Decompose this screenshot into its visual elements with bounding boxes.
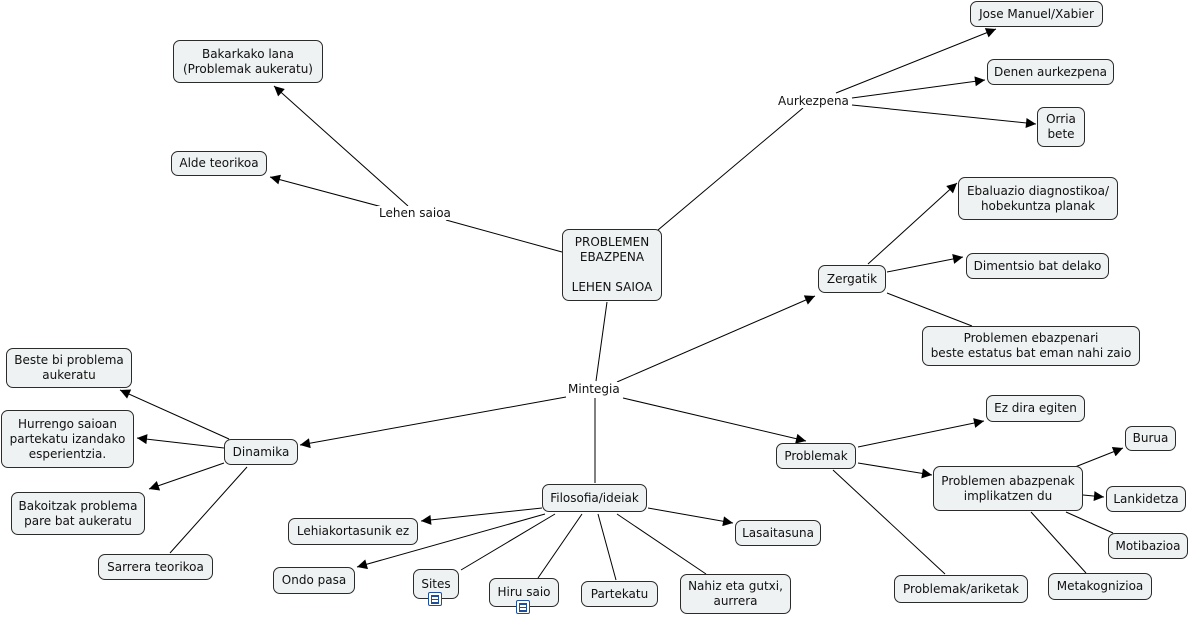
- concept-zergatik[interactable]: Zergatik: [818, 265, 886, 293]
- link-filosofia-lehiak: [420, 507, 543, 525]
- link-filosofia-lasait: [647, 507, 734, 527]
- link-problemak-abazpenak: [857, 462, 933, 479]
- phrase-mintegia[interactable]: Mintegia: [566, 382, 622, 396]
- link-aurkezpena-orria: [851, 104, 1037, 128]
- link-mintegia-problemak: [622, 397, 807, 444]
- concept-bakoitzak[interactable]: Bakoitzak problema pare bat aukeratu: [11, 492, 145, 535]
- link-abazpenak-lankidetza: [1082, 491, 1105, 502]
- link-zergatik-estatus: [886, 292, 973, 327]
- concept-dinamika[interactable]: Dinamika: [224, 439, 298, 465]
- concept-ondo-pasa[interactable]: Ondo pasa: [273, 567, 355, 594]
- link-mintegia-zergatik: [616, 295, 816, 383]
- link-zergatik-ebaluazio: [867, 182, 958, 265]
- document-icon[interactable]: [428, 592, 442, 606]
- link-filosofia-ondo: [356, 513, 546, 570]
- link-filosofia-hiru: [537, 513, 583, 579]
- phrase-aurkezpena[interactable]: Aurkezpena: [776, 94, 851, 108]
- link-center-lehen: [445, 219, 563, 253]
- concept-lasaitasuna[interactable]: Lasaitasuna: [735, 520, 821, 546]
- concept-motibazioa[interactable]: Motibazioa: [1108, 533, 1188, 559]
- link-center-aurkezpena: [657, 107, 804, 231]
- document-icon[interactable]: [516, 600, 530, 614]
- concept-problemak[interactable]: Problemak: [776, 443, 856, 469]
- concept-lankidetza[interactable]: Lankidetza: [1106, 486, 1186, 512]
- link-zergatik-dimentsio: [886, 254, 964, 273]
- link-dinamika-hurrengo: [136, 434, 225, 449]
- link-dinamika-sarrera: [169, 466, 248, 554]
- concept-jose[interactable]: Jose Manuel/Xabier: [970, 1, 1103, 27]
- link-abazpenak-motibazioa: [1065, 511, 1114, 534]
- concept-burua[interactable]: Burua: [1125, 426, 1176, 451]
- link-abazpenak-burua: [1074, 447, 1124, 468]
- concept-alde-teorikoa[interactable]: Alde teorikoa: [171, 151, 267, 176]
- concept-denen[interactable]: Denen aurkezpena: [987, 59, 1114, 85]
- link-dinamika-bakoitzak: [148, 462, 225, 491]
- concept-nahiz-eta-gutxi[interactable]: Nahiz eta gutxi, aurrera: [680, 574, 791, 614]
- concept-dimentsio[interactable]: Dimentsio bat delako: [966, 253, 1109, 279]
- link-problemak-ezdira: [857, 418, 985, 448]
- link-dinamika-bestebi: [119, 389, 230, 440]
- concept-ebaluazio[interactable]: Ebaluazio diagnostikoa/ hobekuntza plana…: [958, 177, 1118, 220]
- concept-hurrengo[interactable]: Hurrengo saioan partekatu izandako esper…: [1, 410, 134, 468]
- concept-beste-bi[interactable]: Beste bi problema aukeratu: [6, 348, 132, 388]
- link-lehen-alde: [269, 174, 387, 209]
- phrase-lehen-saioa[interactable]: Lehen saioa: [377, 206, 453, 220]
- concept-metakognizioa[interactable]: Metakognizioa: [1048, 573, 1152, 600]
- concept-center[interactable]: PROBLEMEN EBAZPENA LEHEN SAIOA: [562, 229, 662, 301]
- concept-bakarkako[interactable]: Bakarkako lana (Problemak aukeratu): [173, 40, 323, 83]
- concept-filosofia[interactable]: Filosofia/ideiak: [542, 484, 647, 512]
- link-filosofia-sites: [460, 513, 556, 571]
- concept-orria[interactable]: Orria bete: [1037, 107, 1085, 147]
- link-mintegia-dinamika: [299, 396, 567, 449]
- concept-ariketak[interactable]: Problemak/ariketak: [894, 575, 1028, 603]
- concept-sarrera[interactable]: Sarrera teorikoa: [98, 554, 213, 580]
- link-aurkezpena-denen: [851, 76, 986, 99]
- link-center-mintegia: [595, 301, 608, 382]
- link-abazpenak-metakognizioa: [1030, 511, 1087, 574]
- concept-partekatu[interactable]: Partekatu: [581, 581, 658, 607]
- link-filosofia-nahiz: [616, 513, 707, 575]
- concept-estatus[interactable]: Problemen ebazpenari beste estatus bat e…: [922, 326, 1140, 366]
- concept-abazpenak[interactable]: Problemen abazpenak implikatzen du: [933, 466, 1083, 511]
- link-filosofia-partekatu: [597, 513, 617, 581]
- link-lehen-bakarkako: [273, 85, 409, 207]
- concept-lehiakortasunik[interactable]: Lehiakortasunik ez: [288, 518, 418, 545]
- concept-ez-dira-egiten[interactable]: Ez dira egiten: [986, 395, 1085, 422]
- link-problemak-ariketak: [832, 469, 946, 575]
- link-aurkezpena-jose: [835, 28, 997, 94]
